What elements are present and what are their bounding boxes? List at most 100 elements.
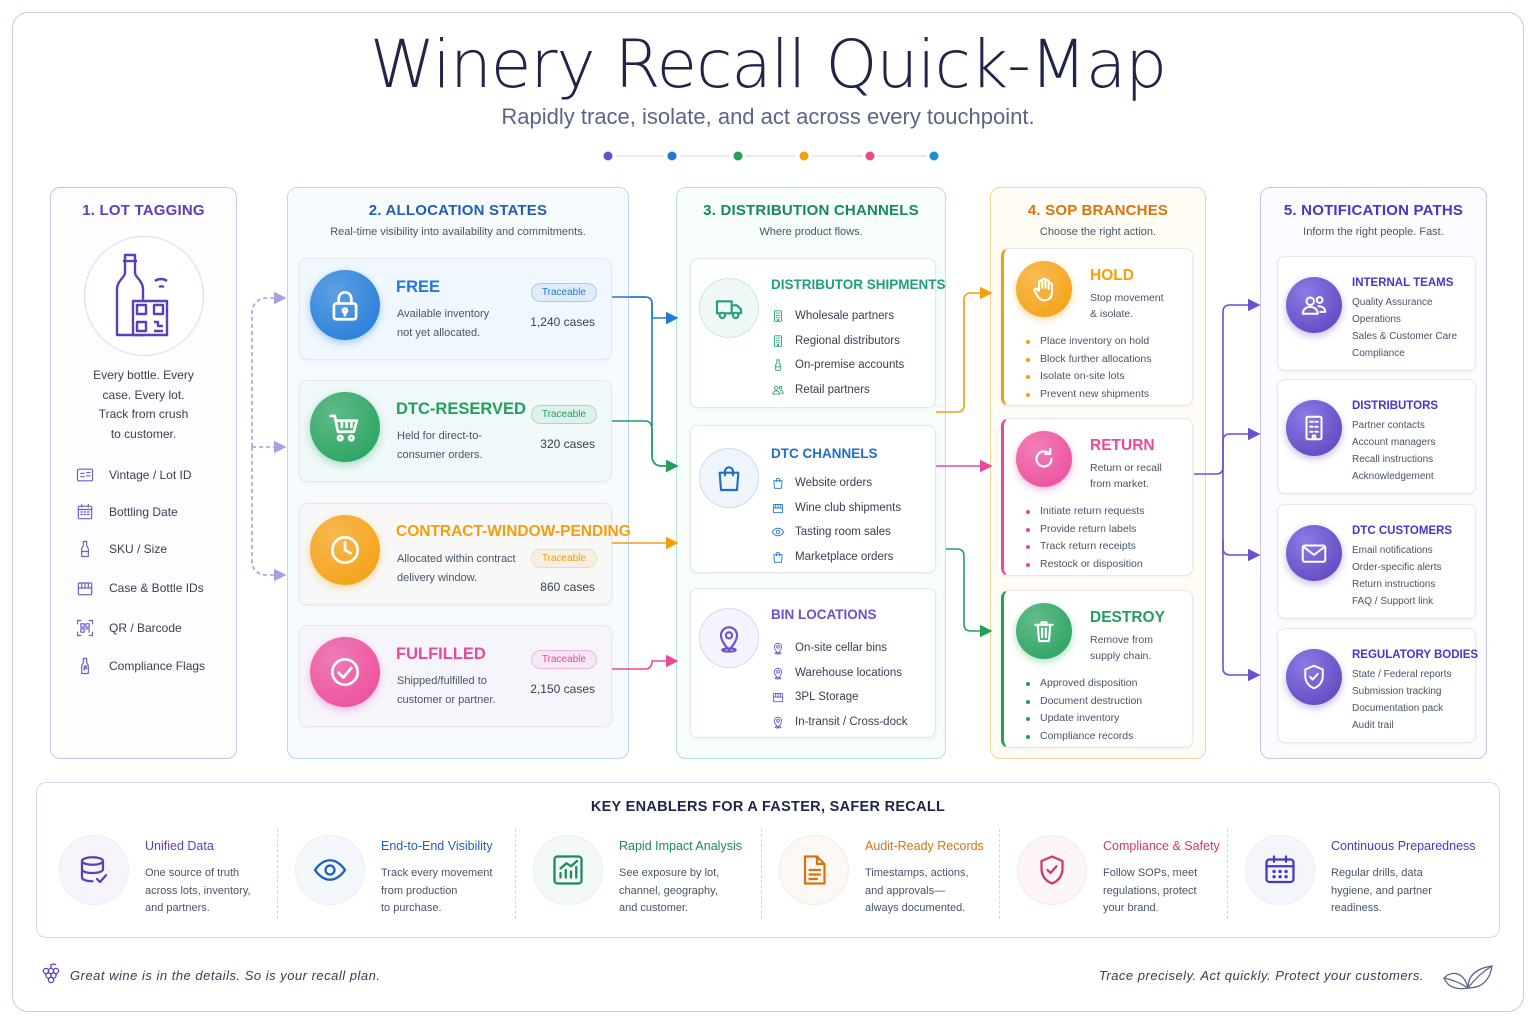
sop-branches-title: 4. SOP BRANCHES	[1027, 202, 1169, 219]
lot-desc-line: to customer.	[110, 426, 177, 441]
lot-desc-line: case. Every lot.	[102, 387, 185, 402]
distribution-item: On-site cellar bins	[771, 641, 887, 655]
lot-item: QR / Barcode	[75, 618, 182, 638]
team-icon	[1301, 296, 1327, 315]
sop-step: Provide return labels	[1025, 522, 1137, 535]
enabler-separator	[761, 829, 762, 919]
page-subtitle: Rapidly trace, isolate, and act across e…	[501, 104, 1035, 129]
allocation-desc-line: Held for direct-to-	[397, 430, 482, 442]
sop-branch-card[interactable]: HOLD Stop movement& isolate. Place inven…	[1001, 248, 1193, 406]
distribution-item: 3PL Storage	[771, 690, 859, 704]
lot-item: Compliance Flags	[75, 656, 205, 676]
color-dot	[603, 151, 613, 161]
document-icon	[803, 855, 826, 885]
distribution-icon-circle	[699, 448, 759, 508]
lot-tagging-description: Every bottle. Every case. Every lot. Tra…	[51, 366, 236, 444]
notification-path-name: DTC CUSTOMERS	[1352, 525, 1453, 537]
sop-icon-circle	[1016, 431, 1072, 487]
enabler-desc-line: to purchase.	[381, 902, 442, 914]
notification-item: Return instructions	[1352, 579, 1436, 590]
allocation-desc-line: customer or partner.	[397, 694, 496, 706]
bottle-qr-icon	[84, 236, 204, 356]
allocation-icon-circle	[310, 270, 380, 340]
traceable-badge: Traceable	[530, 650, 597, 669]
calendar-icon	[77, 503, 93, 520]
allocation-card[interactable]: DTC-RESERVED Held for direct-to-consumer…	[299, 380, 612, 482]
enabler-desc-line: from production	[381, 884, 458, 897]
enabler-icon-circle	[533, 835, 603, 905]
chart-icon	[553, 855, 583, 885]
shopping-bag-icon	[718, 466, 740, 492]
traceable-badge: Traceable	[530, 549, 597, 568]
notification-icon-circle	[1286, 525, 1342, 581]
allocation-state-name: FULFILLED	[396, 645, 486, 663]
notification-item: Account managers	[1352, 437, 1436, 448]
clock-icon	[330, 535, 360, 565]
sop-desc-line: from market.	[1090, 478, 1149, 490]
notification-item: Operations	[1352, 314, 1401, 325]
sop-desc-line: Remove from	[1090, 634, 1154, 646]
notification-icon-circle	[1286, 400, 1342, 456]
notification-item: FAQ / Support link	[1352, 596, 1434, 607]
case-icon	[77, 582, 93, 596]
lot-item: Bottling Date	[75, 502, 178, 522]
notification-item: Quality Assurance	[1352, 297, 1433, 308]
allocation-desc-line: Allocated within contract	[397, 553, 516, 565]
shield-icon	[1040, 855, 1064, 885]
distribution-item: Website orders	[771, 476, 872, 490]
sop-step: Prevent new shipments	[1025, 387, 1150, 400]
sop-icon-circle	[1016, 261, 1072, 317]
notification-item: State / Federal reports	[1352, 669, 1452, 680]
enabler-desc-line: across lots, inventory,	[145, 884, 251, 897]
distribution-item-label: On-site cellar bins	[795, 642, 888, 654]
building-icon	[774, 334, 782, 347]
sop-step: Restock or disposition	[1026, 557, 1143, 570]
panel-sop-branches: 4. SOP BRANCHES Choose the right action.…	[990, 187, 1206, 759]
notification-path-card[interactable]: REGULATORY BODIES State / Federal report…	[1277, 628, 1478, 743]
allocation-state-name: CONTRACT-WINDOW-PENDING	[396, 523, 631, 540]
panel-distribution-channels: 3. DISTRIBUTION CHANNELS Where product f…	[676, 187, 946, 759]
enabler-desc-line: See exposure by lot,	[619, 867, 720, 879]
notification-path-name: DISTRIBUTORS	[1352, 400, 1439, 412]
map-pin-icon	[774, 667, 782, 679]
sop-step: Track return receipts	[1026, 540, 1136, 552]
sop-step: Compliance records	[1025, 729, 1134, 742]
sop-step: Approved disposition	[1025, 677, 1138, 689]
enabler-separator	[277, 829, 278, 919]
distribution-icon-circle	[699, 278, 759, 338]
sop-step: Place inventory on hold	[1025, 335, 1150, 347]
enabler-title: End-to-End Visibility	[381, 839, 493, 853]
sop-step: Block further allocations	[1025, 352, 1152, 365]
lot-item-label: Case & Bottle IDs	[109, 581, 204, 595]
enabler-desc-line: your brand.	[1103, 902, 1159, 914]
allocation-desc-line: not yet allocated.	[397, 327, 481, 339]
sop-desc-line: & isolate.	[1090, 308, 1134, 320]
truck-icon	[715, 300, 743, 320]
lot-item: SKU / Size	[75, 539, 167, 559]
sop-step: Update inventory	[1025, 712, 1120, 724]
flag-bottle-icon	[81, 657, 89, 675]
notification-item: Audit trail	[1352, 720, 1394, 731]
allocation-count: 860 cases	[540, 580, 595, 594]
panel-notification-paths: 5. NOTIFICATION PATHS Inform the right p…	[1260, 187, 1487, 759]
refresh-icon	[1035, 447, 1053, 468]
calendar-dots-icon	[1265, 855, 1295, 884]
allocation-card[interactable]: CONTRACT-WINDOW-PENDING Allocated within…	[299, 503, 631, 605]
map-pin-icon	[774, 716, 782, 728]
distribution-group-card[interactable]: DISTRIBUTOR SHIPMENTS Wholesale partners…	[690, 258, 946, 408]
color-dot	[667, 151, 677, 161]
